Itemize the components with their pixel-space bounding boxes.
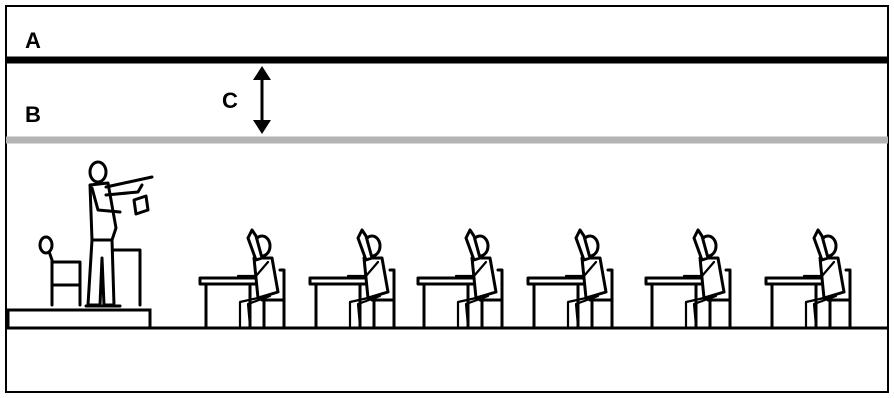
label-b: B [25,104,41,126]
teacher-platform [8,310,150,328]
label-a: A [25,30,41,52]
label-c: C [222,90,238,112]
